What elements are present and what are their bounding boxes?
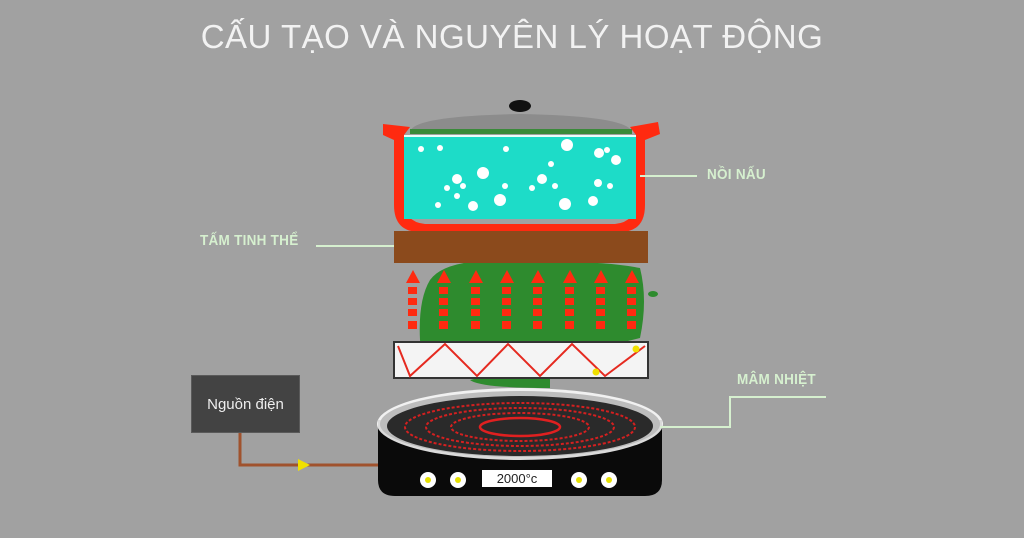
label-pot: NỒI NẤU — [707, 166, 766, 183]
pot — [383, 122, 660, 232]
coil-plate — [393, 341, 649, 379]
stove — [377, 388, 663, 496]
pot-lid — [410, 100, 632, 134]
heat-arrows — [406, 270, 639, 329]
stove-knobs — [420, 472, 617, 488]
power-wire — [238, 431, 378, 471]
diagram-title: CẤU TẠO VÀ NGUYÊN LÝ HOẠT ĐỘNG — [200, 18, 824, 55]
power-source-box: Nguồn điện — [191, 375, 300, 433]
label-heating-tray: MÂM NHIỆT — [737, 371, 816, 388]
temperature-display: 2000°c — [482, 470, 552, 487]
crystal-plate — [394, 231, 648, 263]
leader-lines — [316, 175, 826, 428]
label-crystal-plate: TẤM TINH THỂ — [200, 232, 299, 249]
